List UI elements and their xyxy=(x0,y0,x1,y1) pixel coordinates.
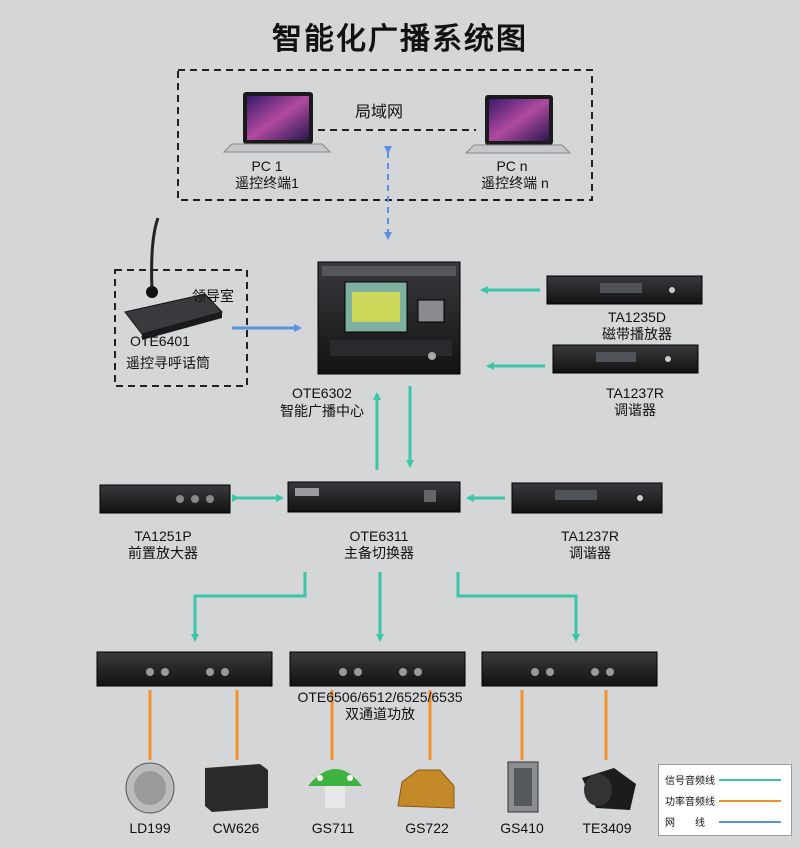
speaker-label: CW626 xyxy=(212,820,260,836)
pc1-role: 遥控终端1 xyxy=(235,175,299,191)
amplifier-center-device-icon xyxy=(289,651,466,687)
tuner-top-name: 调谐器 xyxy=(614,402,656,418)
speaker-label: LD199 xyxy=(129,820,171,836)
pcn-name: PC n xyxy=(496,158,528,174)
tuner-top-device-icon xyxy=(552,344,699,374)
preamp-name: 前置放大器 xyxy=(128,545,198,561)
paging-name: 遥控寻呼话筒 xyxy=(126,355,210,371)
legend-power-label: 功率音频线 xyxy=(665,797,715,808)
center-model: OTE6302 xyxy=(292,385,352,401)
legend-signal-line xyxy=(719,779,781,781)
paging-model: OTE6401 xyxy=(130,333,190,349)
paging-room-label: 领导室 xyxy=(192,288,234,304)
legend-network-label: 网 线 xyxy=(665,818,705,829)
speaker-rock-icon xyxy=(397,769,455,809)
speaker-mushroom-icon xyxy=(308,769,362,808)
speaker-label: GS722 xyxy=(405,820,449,836)
tape-player-device-icon xyxy=(546,275,703,305)
tuner-mid-device-icon xyxy=(511,482,663,514)
amps-name: 双通道功放 xyxy=(345,706,415,722)
laptop-pc1-icon xyxy=(222,92,332,153)
switcher-name: 主备切换器 xyxy=(344,545,414,561)
paging-group-box xyxy=(114,269,248,387)
pc1-name: PC 1 xyxy=(251,158,283,174)
center-name: 智能广播中心 xyxy=(280,403,364,419)
tuner-mid-name: 调谐器 xyxy=(569,545,611,561)
speaker-column-icon xyxy=(507,761,539,813)
legend-signal-label: 信号音频线 xyxy=(665,776,715,787)
preamp-device-icon xyxy=(99,484,231,514)
speaker-horn-icon xyxy=(582,768,636,810)
legend-power-line xyxy=(719,800,781,802)
laptop-pcn-icon xyxy=(464,95,572,154)
speaker-label: GS410 xyxy=(500,820,544,836)
power-audio-lines xyxy=(148,690,608,760)
switcher-to-amps-lines xyxy=(191,572,580,642)
preamp-model: TA1251P xyxy=(134,528,192,544)
speaker-label: GS711 xyxy=(311,820,355,836)
switcher-model: OTE6311 xyxy=(349,528,409,544)
tape-model: TA1235D xyxy=(607,309,667,325)
pcn-role: 遥控终端 n xyxy=(481,175,549,191)
speaker-box-icon xyxy=(205,764,268,812)
speaker-label: TE3409 xyxy=(582,820,632,836)
amplifier-right-device-icon xyxy=(481,651,658,687)
legend-network-line xyxy=(719,821,781,823)
tuner-mid-model: TA1237R xyxy=(560,528,620,544)
tuner-top-model: TA1237R xyxy=(605,385,665,401)
broadcast-center-device-icon xyxy=(317,261,461,375)
diagram-title: 智能化广播系统图 xyxy=(272,23,528,56)
speaker-ceiling-icon xyxy=(125,762,175,814)
amps-model: OTE6506/6512/6525/6535 xyxy=(297,689,463,705)
paging-microphone-icon xyxy=(124,217,223,340)
lan-label: 局域网 xyxy=(355,104,404,121)
tape-name: 磁带播放器 xyxy=(602,326,672,342)
switcher-device-icon xyxy=(287,481,461,513)
amplifier-left-device-icon xyxy=(96,651,273,687)
legend-box: 信号音频线 功率音频线 网 线 xyxy=(658,764,792,836)
